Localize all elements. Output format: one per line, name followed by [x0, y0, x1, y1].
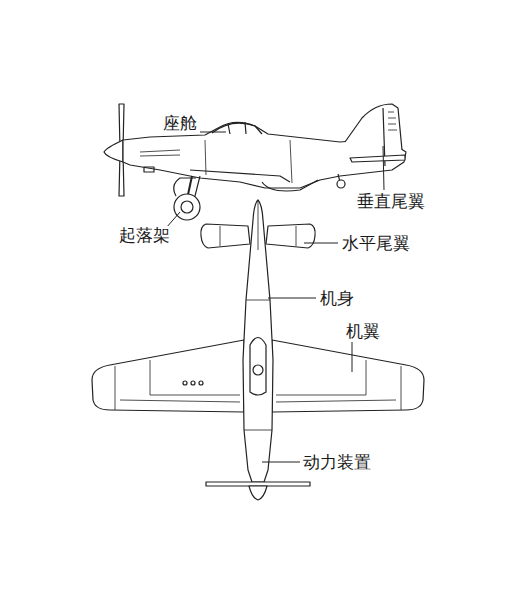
part-label: 水平尾翼: [340, 234, 412, 253]
part-label: 垂直尾翼: [355, 192, 427, 211]
leader-lines: [166, 132, 384, 462]
top-view: [92, 200, 424, 500]
part-label: 动力装置: [301, 453, 373, 472]
part-label: 机身: [318, 289, 356, 308]
part-label: 起落架: [117, 226, 172, 245]
part-label: 机翼: [344, 322, 382, 341]
part-label: 座舱: [161, 114, 199, 133]
